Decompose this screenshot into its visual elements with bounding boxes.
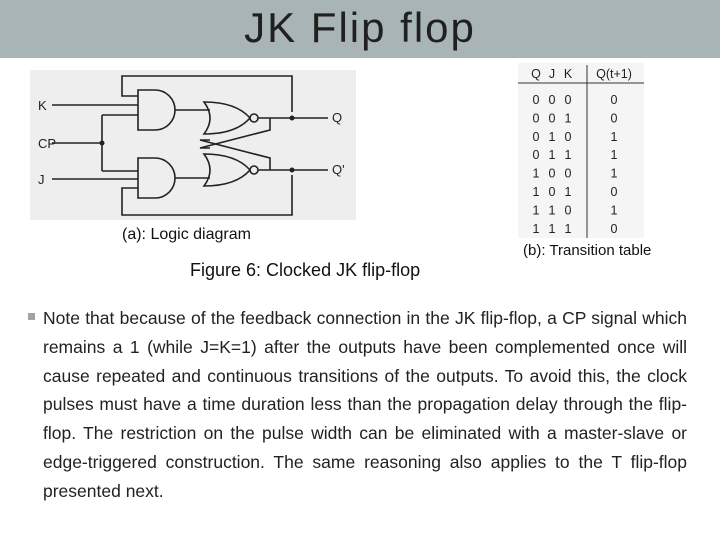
input-label-cp: CP (38, 136, 56, 151)
table-cell: 0 (549, 111, 556, 125)
slide-title: JK Flip flop (244, 4, 476, 51)
table-cell: 1 (549, 203, 556, 217)
feedback-q (121, 75, 293, 112)
logic-diagram: K CP J Q Q' (30, 70, 356, 220)
nor-gate-bottom (202, 153, 252, 187)
table-cell: 1 (611, 148, 618, 162)
table-cell: 1 (565, 148, 572, 162)
table-cell: 0 (549, 167, 556, 181)
q-junction (289, 115, 295, 121)
table-cell: 1 (611, 203, 618, 217)
table-cell: 0 (611, 111, 618, 125)
title-bar: JK Flip flop (0, 0, 720, 58)
nor-gate-top (202, 101, 252, 135)
table-cell: 1 (533, 167, 540, 181)
cross-couple-1 (199, 118, 271, 149)
table-cell: 1 (565, 111, 572, 125)
table-cell: 1 (533, 203, 540, 217)
table-cell: 0 (565, 203, 572, 217)
table-cell: 1 (565, 222, 572, 236)
logic-diagram-svg: K CP J Q Q' (38, 75, 345, 216)
cp-wire (52, 114, 138, 172)
table-header-cell: Q(t+1) (596, 67, 632, 81)
table-cell: 1 (549, 222, 556, 236)
and-gate-bottom (137, 157, 176, 199)
table-cell: 1 (611, 167, 618, 181)
nor-bottom-bubble (249, 165, 259, 175)
table-cell: 0 (565, 130, 572, 144)
note-paragraph: Note that because of the feedback connec… (43, 308, 687, 501)
cp-junction (99, 140, 105, 146)
table-cell: 0 (549, 93, 556, 107)
table-cell: 1 (549, 130, 556, 144)
figure-label: Figure 6: (190, 260, 262, 280)
input-label-k: K (38, 98, 47, 113)
input-label-j: J (38, 172, 45, 187)
table-cell: 0 (565, 93, 572, 107)
table-cell: 0 (611, 93, 618, 107)
table-cell: 0 (611, 185, 618, 199)
table-cell: 1 (533, 185, 540, 199)
transition-table-caption: (b): Transition table (523, 242, 652, 259)
cross-couple-2 (199, 139, 271, 170)
table-cell: 0 (533, 93, 540, 107)
logic-diagram-caption: (a): Logic diagram (122, 226, 251, 243)
table-header-cell: Q (531, 67, 541, 81)
feedback-qprime (121, 175, 293, 216)
table-cell: 0 (565, 167, 572, 181)
bullet-marker (28, 313, 35, 320)
output-label-q: Q (332, 110, 342, 125)
table-header-cell: K (564, 67, 573, 81)
table-cell: 0 (549, 185, 556, 199)
table-cell: 0 (533, 148, 540, 162)
and-gate-top (137, 89, 176, 131)
table-cell: 1 (611, 130, 618, 144)
table-header-cell: J (549, 67, 555, 81)
qprime-junction (289, 167, 295, 173)
figure-caption: Figure 6: Clocked JK flip-flop (190, 260, 420, 281)
output-label-qprime: Q' (332, 162, 345, 177)
table-cell: 1 (533, 222, 540, 236)
nor-top-bubble (249, 113, 259, 123)
table-cell: 1 (549, 148, 556, 162)
table-cell: 1 (565, 185, 572, 199)
table-cell: 0 (611, 222, 618, 236)
table-cell: 0 (533, 130, 540, 144)
table-cell: 0 (533, 111, 540, 125)
figure-text: Clocked JK flip-flop (261, 260, 421, 280)
